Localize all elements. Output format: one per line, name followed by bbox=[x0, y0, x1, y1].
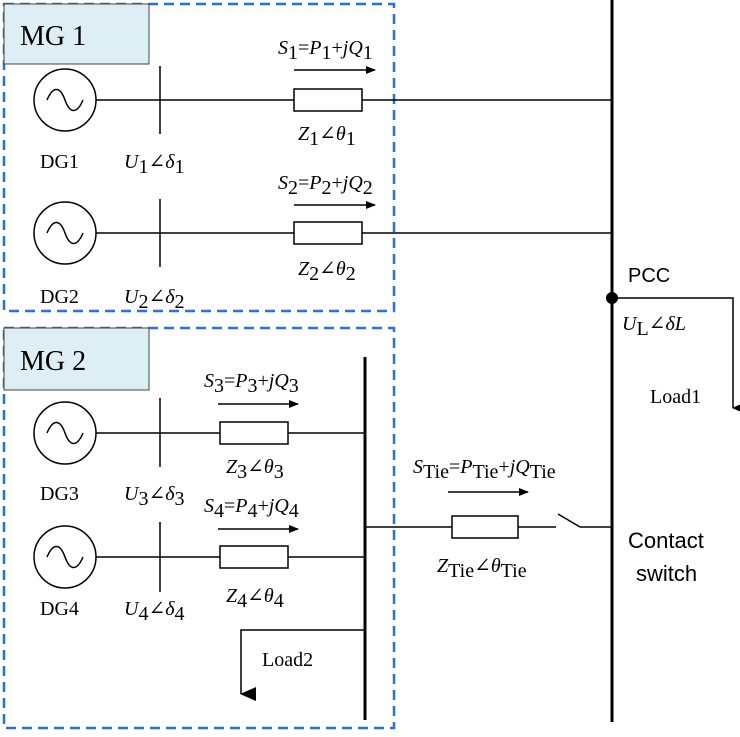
dg4: DG4 U4∠δ4 S4=P4+jQ4 Z4∠θ4 bbox=[33, 495, 365, 625]
mg1-label-box bbox=[3, 3, 150, 65]
dg1: DG1 U1∠δ1 S1=P1+jQ1 Z1∠θ1 bbox=[33, 37, 612, 178]
z2-impedance bbox=[293, 221, 363, 245]
mg2-boundary bbox=[2, 326, 396, 730]
mg1-boundary bbox=[2, 2, 396, 313]
z3-label: Z3∠θ3 bbox=[226, 456, 284, 483]
pcc-label: PCC bbox=[628, 265, 670, 287]
z-tie-impedance bbox=[451, 515, 519, 539]
u4-label: U4∠δ4 bbox=[124, 598, 185, 625]
dg3: DG3 U3∠δ3 S3=P3+jQ3 Z3∠θ3 bbox=[33, 370, 365, 510]
dg3-sine-icon bbox=[46, 421, 84, 445]
dg3-label: DG3 bbox=[40, 483, 79, 505]
u1-label: U1∠δ1 bbox=[124, 151, 185, 178]
z2-label: Z2∠θ2 bbox=[298, 258, 356, 285]
dg1-sine-icon bbox=[46, 88, 84, 112]
z1-label: Z1∠θ1 bbox=[298, 123, 356, 150]
contact-switch-label-line2: switch bbox=[636, 561, 697, 586]
s3-label: S3=P3+jQ3 bbox=[204, 370, 299, 397]
pcc-voltage-label: UL∠δL bbox=[622, 313, 686, 340]
mg2-label-box bbox=[3, 327, 150, 391]
load1-label: Load1 bbox=[650, 386, 701, 408]
u3-label: U3∠δ3 bbox=[124, 483, 185, 510]
mg2-label: MG 2 bbox=[20, 346, 86, 377]
z3-impedance bbox=[219, 421, 289, 445]
s-tie-label: STie=PTie+jQTie bbox=[413, 456, 556, 483]
dg4-label: DG4 bbox=[40, 598, 79, 620]
contact-switch-blade bbox=[557, 513, 581, 528]
z1-impedance bbox=[293, 88, 363, 112]
load2-label: Load2 bbox=[262, 649, 313, 671]
load1-line bbox=[612, 297, 740, 415]
contact-switch-label-line1: Contact bbox=[628, 528, 704, 553]
mg1-label: MG 1 bbox=[20, 21, 86, 52]
load2-line bbox=[240, 629, 365, 701]
s1-label: S1=P1+jQ1 bbox=[278, 37, 373, 64]
z4-label: Z4∠θ4 bbox=[226, 585, 284, 612]
s4-label: S4=P4+jQ4 bbox=[204, 495, 299, 522]
dg1-label: DG1 bbox=[40, 151, 79, 173]
dg4-sine-icon bbox=[46, 545, 84, 569]
z-tie-label: ZTie∠θTie bbox=[437, 555, 527, 582]
s2-label: S2=P2+jQ2 bbox=[278, 172, 373, 199]
dg2-sine-icon bbox=[46, 221, 84, 245]
dg2: DG2 U2∠δ2 S2=P2+jQ2 Z2∠θ2 bbox=[33, 172, 612, 313]
z4-impedance bbox=[219, 545, 289, 569]
tie-line: STie=PTie+jQTie ZTie∠θTie bbox=[365, 456, 612, 582]
u2-label: U2∠δ2 bbox=[124, 286, 185, 313]
dg2-label: DG2 bbox=[40, 286, 79, 308]
